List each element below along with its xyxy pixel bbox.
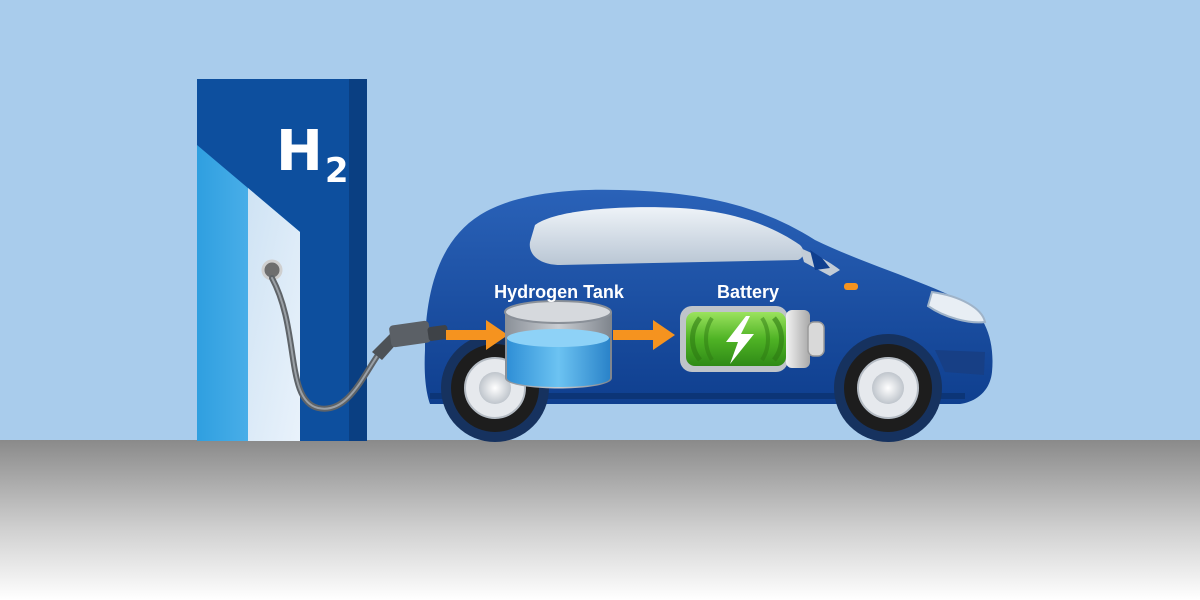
flow-arrow-icon [613, 320, 675, 350]
front-wheel [834, 334, 942, 442]
headlight [926, 290, 987, 324]
ground [0, 440, 1200, 600]
flow-arrow-icon [446, 320, 508, 350]
fuel-nozzle-icon [372, 320, 449, 360]
hydrogen-station-icon: H2 [276, 119, 349, 191]
hydrogen-tank-label: Hydrogen Tank [494, 282, 625, 302]
battery-label: Battery [717, 282, 779, 302]
hydrogen-station: H2 [197, 79, 367, 441]
hydrogen-tank [504, 300, 612, 389]
battery [680, 306, 825, 372]
side-indicator [844, 283, 858, 290]
tank-contents [507, 338, 610, 387]
car-window [529, 207, 804, 265]
lightning-bolt-icon [726, 316, 754, 364]
